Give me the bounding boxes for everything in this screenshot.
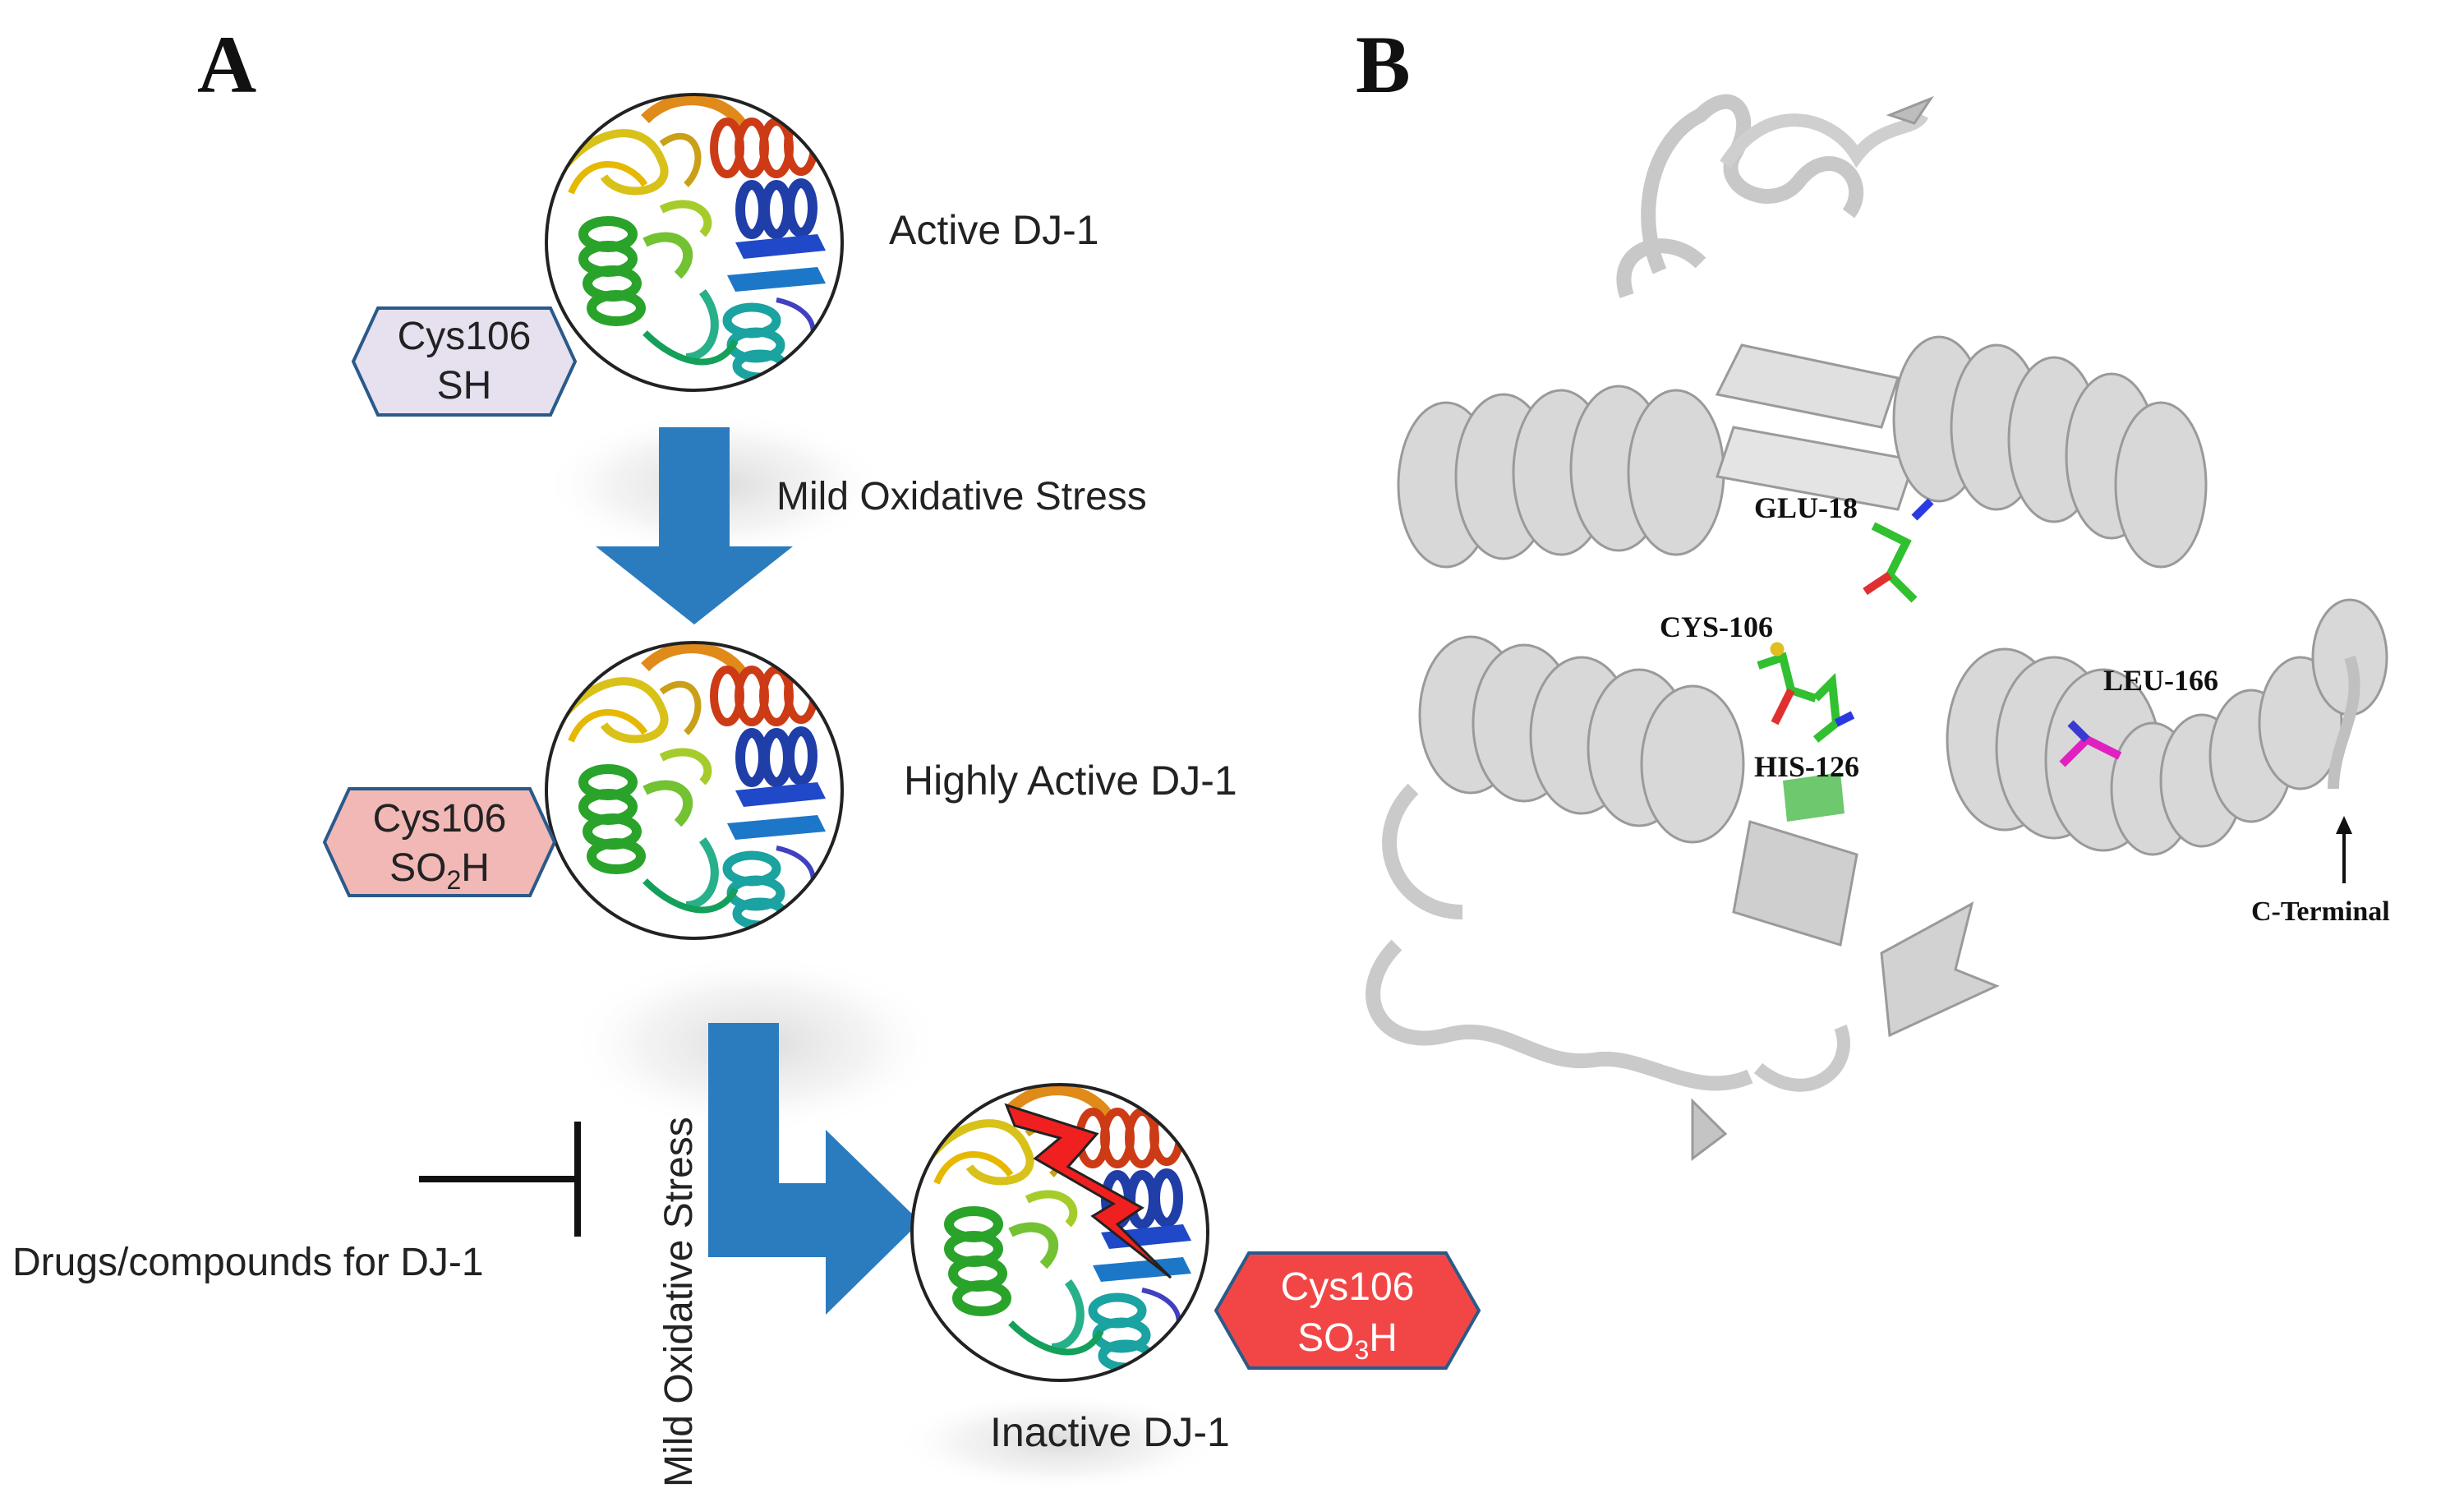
lightning-bolt-icon — [1004, 1103, 1172, 1279]
inactive-shadow — [896, 1393, 1224, 1491]
residue-label-his126: HIS-126 — [1754, 750, 1859, 783]
hex2-line1: Cys106 — [373, 797, 507, 841]
hex3-line1: Cys106 — [1281, 1265, 1415, 1309]
residue-label-leu166: LEU-166 — [2103, 664, 2218, 697]
hex2-line2: SO2H — [389, 846, 490, 895]
hex3-line2: SO3H — [1297, 1316, 1398, 1365]
panel-b-letter: B — [1356, 19, 1411, 110]
active-dj1-label: Active DJ-1 — [889, 207, 1099, 253]
arrow1-label: Mild Oxidative Stress — [776, 475, 1147, 518]
c-terminal-label: C-Terminal — [2251, 896, 2390, 927]
cys106-hex-so2h — [322, 787, 557, 897]
arrow-bent-2 — [708, 1023, 920, 1315]
hex1-line2: SH — [437, 364, 492, 408]
panel-a-letter: A — [197, 19, 256, 110]
highly-active-dj1-label: Highly Active DJ-1 — [904, 758, 1237, 804]
protein-structure-image-3 — [896, 1068, 1224, 1397]
protein-structure-image-1 — [530, 78, 859, 407]
state-active: Cys106 SH Active DJ-1 — [351, 78, 1099, 417]
protein-circle-1 — [545, 93, 844, 392]
residue-label-cys106: CYS-106 — [1660, 610, 1773, 643]
protein-circle-2 — [545, 641, 844, 940]
state-inactive: Cys106 SO3H Inactive DJ-1 — [896, 1068, 1481, 1455]
protein-circle-3 — [910, 1083, 1209, 1382]
arrow2-label: Mild Oxidative Stress — [657, 1117, 701, 1487]
cys106-hex-sh — [351, 306, 578, 417]
protein-cartoon-structure — [1366, 94, 2388, 1161]
c-terminal-arrow-head — [2336, 816, 2352, 834]
residue-label-glu18: GLU-18 — [1754, 491, 1858, 524]
active-site-sidechains — [1757, 498, 2122, 767]
inactive-dj1-label: Inactive DJ-1 — [990, 1409, 1230, 1455]
hex1-line1: Cys106 — [398, 315, 532, 358]
state-highly-active: Cys106 SO2H Highly Active DJ-1 — [322, 626, 1237, 955]
cys106-hex-so3h — [1214, 1251, 1481, 1370]
arrow-down-1 — [596, 427, 793, 624]
protein-structure-image-2 — [530, 626, 859, 955]
inhibitor-label: Drugs/compounds for DJ-1 — [12, 1241, 484, 1284]
